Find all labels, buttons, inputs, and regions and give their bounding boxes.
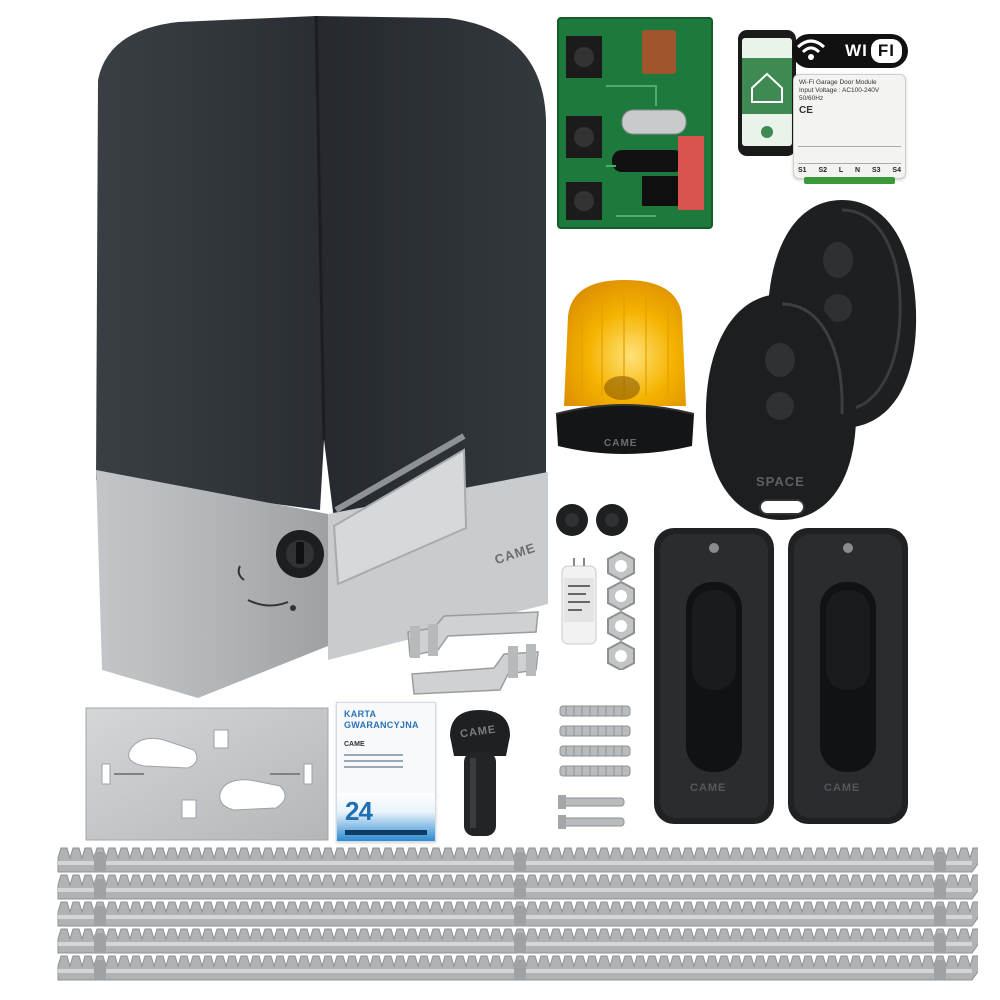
gear-rack <box>57 955 978 981</box>
photocell-brand-label: CAME <box>824 782 861 794</box>
wifi-badge: WI FI <box>792 34 908 68</box>
wifi-badge-text-right: FI <box>870 39 902 63</box>
module-title: Wi-Fi Garage Door Module <box>799 79 877 86</box>
warning-lamp: CAME <box>552 276 698 462</box>
gear-rack-bundle <box>57 847 978 981</box>
warranty-stripe <box>345 830 427 835</box>
rubber-caps <box>552 500 634 540</box>
terminal-label: S1 <box>798 167 807 174</box>
hex-nuts <box>604 550 638 670</box>
release-key: CAME <box>440 706 520 840</box>
module-frequency: 50/60Hz <box>799 95 824 102</box>
terminal-label: L <box>838 167 844 174</box>
terminal-label: N <box>855 167 861 174</box>
warranty-text-lines <box>344 754 428 768</box>
terminal-label: S4 <box>892 167 901 174</box>
wifi-module-box: Wi-Fi Garage Door Module Input Voltage :… <box>793 74 906 184</box>
wifi-garage-module: WI FI Wi-Fi Garage Door Module Input Vol… <box>736 28 908 184</box>
terminal-labels: S1 S2 L N S3 S4 <box>798 167 901 174</box>
smartphone-icon <box>738 30 796 156</box>
remote-model-label: SPACE <box>756 474 805 489</box>
terminal-label: S2 <box>818 167 827 174</box>
module-voltage: Input Voltage : AC100-240V <box>799 87 880 94</box>
warranty-title-line2: GWARANCYJNA <box>344 720 419 730</box>
capacitor <box>556 556 602 648</box>
gear-racks <box>54 842 978 1000</box>
wifi-badge-text-left: WI <box>845 41 868 60</box>
terminal-label: S3 <box>871 167 881 174</box>
remote-control-front: SPACE <box>702 290 862 526</box>
photocell-left: CAME <box>650 526 778 826</box>
wifi-signal-icon <box>796 39 826 60</box>
warranty-brand: CAME <box>344 741 365 748</box>
ce-mark: CE <box>799 105 813 116</box>
mounting-brackets <box>404 604 544 698</box>
gear-rack <box>57 901 978 927</box>
foundation-base-plate <box>84 706 330 842</box>
gate-motor-unit: CAME <box>88 10 553 700</box>
gear-rack <box>57 847 978 873</box>
warranty-badge-number: 24 <box>345 796 373 826</box>
screws-and-anchors <box>556 700 636 840</box>
gear-rack <box>57 874 978 900</box>
receiver-circuit-board <box>556 16 714 230</box>
photocell-right: CAME <box>784 526 912 826</box>
terminal-strip <box>798 146 901 164</box>
terminal-connector <box>804 177 895 184</box>
warranty-card: KARTA GWARANCYJNA CAME 24 <box>336 702 436 842</box>
photocell-brand-label: CAME <box>690 782 727 794</box>
warranty-title-line1: KARTA <box>344 709 377 719</box>
gear-rack <box>57 928 978 954</box>
lamp-brand-label: CAME <box>604 438 638 449</box>
